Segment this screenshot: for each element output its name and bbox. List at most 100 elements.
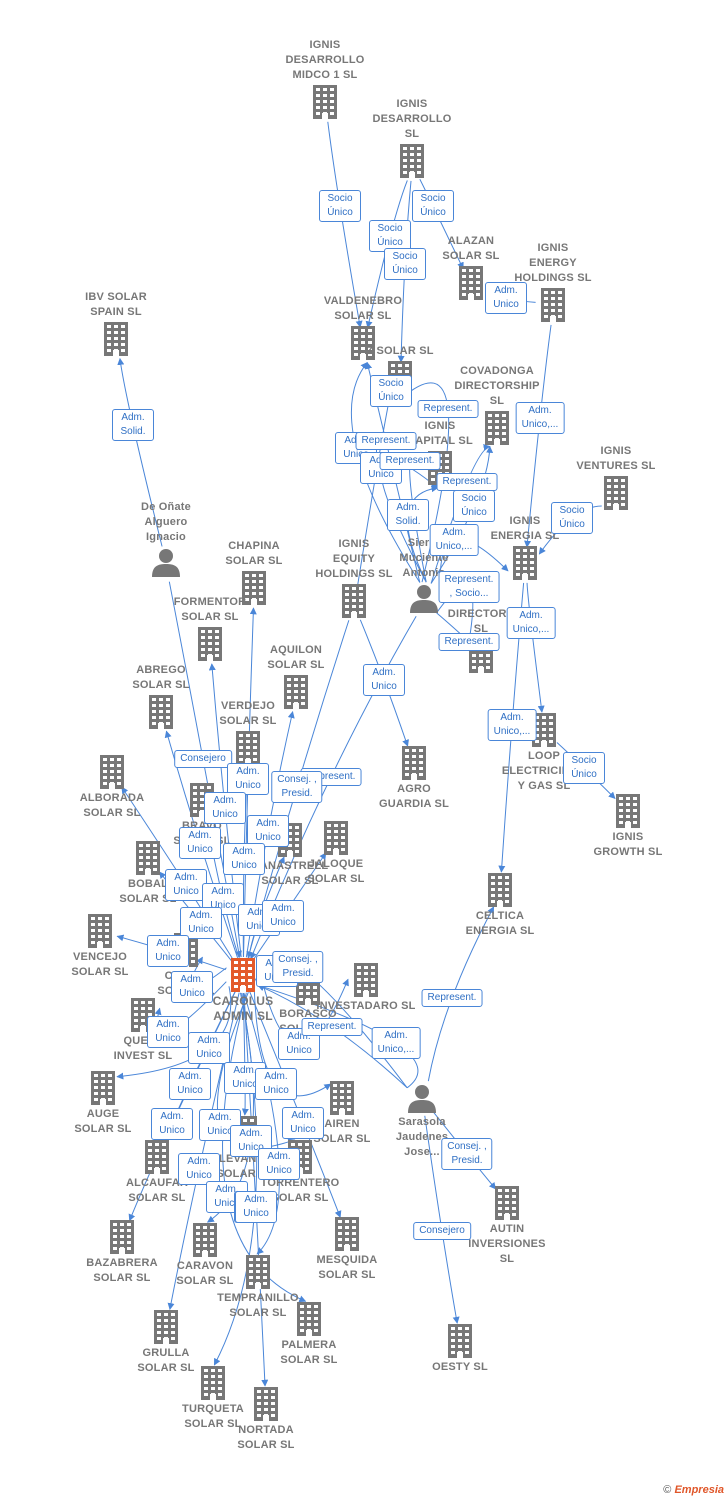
edge-label[interactable]: Adm. Unico — [178, 1153, 220, 1185]
node-label[interactable]: VENCEJO SOLAR SL — [71, 951, 129, 978]
node-label[interactable]: AUTIN INVERSIONES SL — [468, 1223, 546, 1265]
edge-label[interactable]: Adm. Unico,... — [429, 524, 479, 556]
building-icon[interactable] — [435, 873, 565, 907]
building-icon[interactable] — [289, 584, 419, 618]
company-node-oesty[interactable]: OESTY SL — [395, 1322, 525, 1375]
person-node-sierra[interactable]: Sierra Muciente Antonio — [359, 536, 489, 615]
edge-label[interactable]: Represent. — [301, 1018, 363, 1036]
building-icon[interactable] — [460, 546, 590, 580]
edge-label[interactable]: Adm. Unico — [169, 1068, 211, 1100]
node-label[interactable]: IGNIS VENTURES SL — [576, 445, 656, 472]
edge-label[interactable]: Socio Único — [384, 248, 426, 280]
building-icon[interactable] — [349, 746, 479, 780]
building-icon[interactable] — [442, 1186, 572, 1220]
edge-label[interactable]: Socio Único — [551, 502, 593, 534]
building-icon[interactable] — [488, 288, 618, 322]
person-node-deonate[interactable]: De Oñate Alguero Ignacio — [101, 500, 231, 579]
edge-label[interactable]: Represent. — [421, 989, 483, 1007]
company-node-alborada[interactable]: ALBORADA SOLAR SL — [47, 753, 177, 821]
building-icon[interactable] — [244, 1302, 374, 1336]
edge-label[interactable]: Adm. Unico — [485, 282, 527, 314]
company-node-alcaufar[interactable]: ALCAUFAR SOLAR SL — [92, 1138, 222, 1206]
edge-label[interactable]: Adm. Unico — [188, 1032, 230, 1064]
node-label[interactable]: CARAVON SOLAR SL — [176, 1260, 234, 1287]
edge-label[interactable]: Represent. — [417, 400, 479, 418]
company-node-chapina[interactable]: CHAPINA SOLAR SL — [189, 539, 319, 607]
node-label[interactable]: IGNIS ENERGY HOLDINGS SL — [514, 242, 592, 284]
node-label[interactable]: IGNIS DESARROLLO SL — [372, 98, 452, 140]
node-label[interactable]: JALOQUE SOLAR SL — [307, 858, 365, 885]
building-icon[interactable] — [260, 85, 390, 119]
building-icon[interactable] — [178, 958, 308, 992]
edge-label[interactable]: Adm. Unico — [204, 792, 246, 824]
node-label[interactable]: IGNIS GROWTH SL — [593, 831, 663, 858]
building-icon[interactable] — [57, 1220, 187, 1254]
node-label[interactable]: TEMPRANILLO SOLAR SL — [217, 1292, 299, 1319]
company-node-carolus[interactable]: CAROLUS ADMIN SL — [178, 956, 308, 1024]
node-label[interactable]: AUGE SOLAR SL — [74, 1108, 132, 1135]
node-label[interactable]: De Oñate Alguero Ignacio — [141, 501, 191, 543]
edge-label[interactable]: Consej. , Presid. — [272, 951, 324, 983]
node-label[interactable]: VERDEJO SOLAR SL — [219, 700, 277, 727]
building-icon[interactable] — [83, 841, 213, 875]
company-node-autin[interactable]: AUTIN INVERSIONES SL — [442, 1184, 572, 1267]
building-icon[interactable] — [406, 266, 536, 300]
building-icon[interactable] — [395, 1324, 525, 1358]
company-node-vencejo[interactable]: VENCEJO SOLAR SL — [35, 912, 165, 980]
edge-label[interactable]: Represent. — [355, 432, 417, 450]
building-icon[interactable] — [277, 1081, 407, 1115]
building-icon[interactable] — [193, 1255, 323, 1289]
company-node-caravon[interactable]: CARAVON SOLAR SL — [140, 1221, 270, 1289]
building-icon[interactable] — [298, 326, 428, 360]
company-node-tempranillo[interactable]: TEMPRANILLO SOLAR SL — [193, 1253, 323, 1321]
company-node-investadaro[interactable]: INVESTADARO SL — [301, 961, 431, 1014]
node-label[interactable]: ALBORADA SOLAR SL — [79, 792, 145, 819]
edge-label[interactable]: Adm. Unico,... — [515, 402, 565, 434]
person-icon[interactable] — [359, 583, 489, 613]
edge-label[interactable]: Adm. Unico — [223, 843, 265, 875]
edge-label[interactable]: Represent. — [436, 473, 498, 491]
edge-label[interactable]: Adm. Unico — [180, 907, 222, 939]
edge-label[interactable]: Adm. Solid. — [112, 409, 154, 441]
person-icon[interactable] — [101, 547, 231, 577]
edge-label[interactable]: Adm. Unico — [235, 1191, 277, 1223]
edge-label[interactable]: Adm. Unico,... — [371, 1027, 421, 1059]
node-label[interactable]: TURQUETA SOLAR SL — [182, 1403, 244, 1430]
edge-label[interactable]: Consej. , Presid. — [271, 771, 323, 803]
node-label[interactable]: BAZABRERA SOLAR SL — [86, 1257, 158, 1284]
node-label[interactable]: DIRECTORS SL — [447, 608, 515, 635]
edge-label[interactable]: Represent. , Socio... — [438, 571, 500, 603]
person-node-sarasola[interactable]: Sarasola Jaudenes Jose... — [357, 1081, 487, 1160]
edge-label[interactable]: Adm. Unico — [147, 1016, 189, 1048]
node-label[interactable]: IGNIS CAPITAL SL — [407, 420, 473, 447]
company-node-turqueta[interactable]: TURQUETA SOLAR SL — [148, 1364, 278, 1432]
node-label[interactable]: OESTY SL — [432, 1361, 488, 1373]
building-icon[interactable] — [347, 144, 477, 178]
company-node-airen[interactable]: AIREN SOLAR SL — [277, 1079, 407, 1147]
building-icon[interactable] — [148, 1366, 278, 1400]
node-label[interactable]: Sierra Muciente Antonio — [399, 537, 449, 579]
company-node-bazabrera[interactable]: BAZABRERA SOLAR SL — [57, 1218, 187, 1286]
company-node-covadonga[interactable]: COVADONGA DIRECTORSHIP SL — [432, 364, 562, 447]
building-icon[interactable] — [231, 675, 361, 709]
company-node-nortada[interactable]: NORTADA SOLAR SL — [201, 1385, 331, 1453]
building-icon[interactable] — [189, 571, 319, 605]
company-node-verdejo[interactable]: VERDEJO SOLAR SL — [183, 699, 313, 767]
building-icon[interactable] — [96, 695, 226, 729]
brand-logo[interactable]: Empresia — [674, 1484, 724, 1496]
company-node-midco[interactable]: IGNIS DESARROLLO MIDCO 1 SL — [260, 38, 390, 121]
node-label[interactable]: Sarasola Jaudenes Jose... — [395, 1116, 449, 1158]
company-node-abrego[interactable]: ABREGO SOLAR SL — [96, 663, 226, 731]
edge-label[interactable]: Adm. Unico — [262, 900, 304, 932]
company-node-canastrell[interactable]: CANASTRELL SOLAR SL — [225, 821, 355, 889]
company-node-alazan[interactable]: ALAZAN SOLAR SL — [406, 234, 536, 302]
node-label[interactable]: TORRENTERO SOLAR SL — [260, 1177, 340, 1204]
edge-label[interactable]: Socio Único — [563, 752, 605, 784]
company-node-valdenebro[interactable]: VALDENEBRO SOLAR SL — [298, 294, 428, 362]
company-node-ignisventures[interactable]: IGNIS VENTURES SL — [551, 444, 681, 512]
edge-label[interactable]: Adm. Unico — [202, 883, 244, 915]
edge-label[interactable]: Consejero — [413, 1222, 471, 1240]
building-icon[interactable] — [101, 1310, 231, 1344]
edge-label[interactable]: Socio Único — [370, 375, 412, 407]
node-label[interactable]: INVESTADARO SL — [316, 1000, 416, 1012]
